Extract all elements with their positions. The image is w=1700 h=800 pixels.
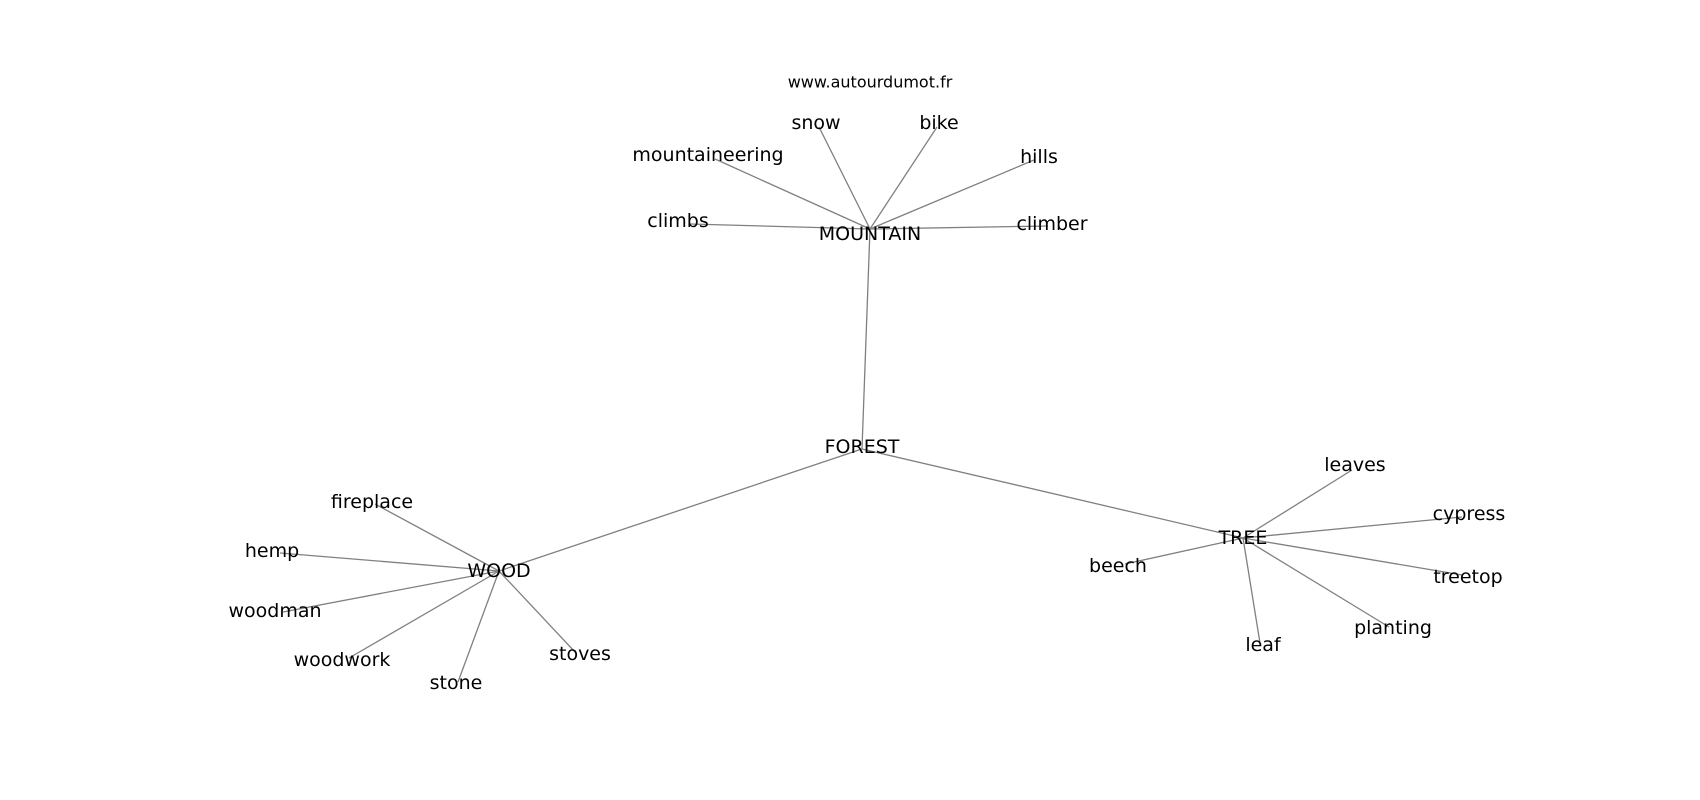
node-leaf-climber: climber: [1016, 213, 1087, 235]
edge-tree-to-planting: [1242, 537, 1390, 628]
edge-center-to-tree: [861, 448, 1244, 539]
edge-mountain-to-climber: [869, 225, 1049, 230]
edge-wood-to-woodwork: [348, 570, 500, 659]
edge-tree-to-cypress: [1242, 516, 1463, 539]
node-leaf-snow: snow: [791, 112, 840, 134]
node-leaf-planting: planting: [1354, 617, 1432, 639]
edge-tree-to-leaves: [1242, 469, 1353, 539]
node-leaf-woodman: woodman: [228, 600, 321, 622]
edge-mountain-to-bike: [869, 126, 938, 230]
node-leaf-hemp: hemp: [245, 540, 299, 562]
node-leaf-stone: stone: [430, 672, 483, 694]
edge-wood-to-stoves: [498, 570, 576, 653]
edge-mountain-to-snow: [818, 126, 871, 230]
edge-wood-to-stone: [457, 570, 500, 683]
edge-wood-to-hemp: [279, 552, 500, 572]
edge-wood-to-woodman: [282, 570, 500, 613]
node-leaf-woodwork: woodwork: [294, 649, 391, 671]
edge-center-to-wood: [498, 448, 863, 572]
node-center-forest: FOREST: [825, 436, 900, 458]
edge-mountain-to-hills: [869, 159, 1035, 230]
node-leaf-hills: hills: [1020, 146, 1058, 168]
edge-wood-to-fireplace: [374, 503, 500, 572]
node-leaf-bike: bike: [919, 112, 958, 134]
node-leaf-fireplace: fireplace: [331, 491, 413, 513]
node-leaf-stoves: stoves: [549, 643, 611, 665]
node-leaf-leaf: leaf: [1245, 634, 1282, 656]
edge-tree-to-treetop: [1242, 537, 1463, 576]
graph-edges: [279, 126, 1463, 683]
node-leaf-leaves: leaves: [1324, 454, 1385, 476]
node-hub-mountain: MOUNTAIN: [819, 223, 921, 245]
edge-mountain-to-mountaineering: [714, 158, 871, 230]
edge-center-to-mountain: [861, 228, 871, 450]
edge-tree-to-beech: [1124, 537, 1244, 565]
node-hub-wood: WOOD: [467, 560, 530, 582]
edge-tree-to-leaf: [1242, 537, 1261, 644]
node-leaf-climbs: climbs: [647, 210, 708, 232]
node-hub-tree: TREE: [1218, 527, 1268, 549]
edge-mountain-to-climbs: [689, 223, 871, 230]
node-leaf-mountaineering: mountaineering: [632, 144, 783, 166]
node-leaf-treetop: treetop: [1433, 566, 1502, 588]
graph-labels: www.autourdumot.fr FOREST MOUNTAIN snow bik…: [228, 73, 1505, 695]
source-url: www.autourdumot.fr: [788, 73, 953, 92]
node-leaf-cypress: cypress: [1433, 503, 1506, 525]
node-leaf-beech: beech: [1089, 555, 1147, 577]
